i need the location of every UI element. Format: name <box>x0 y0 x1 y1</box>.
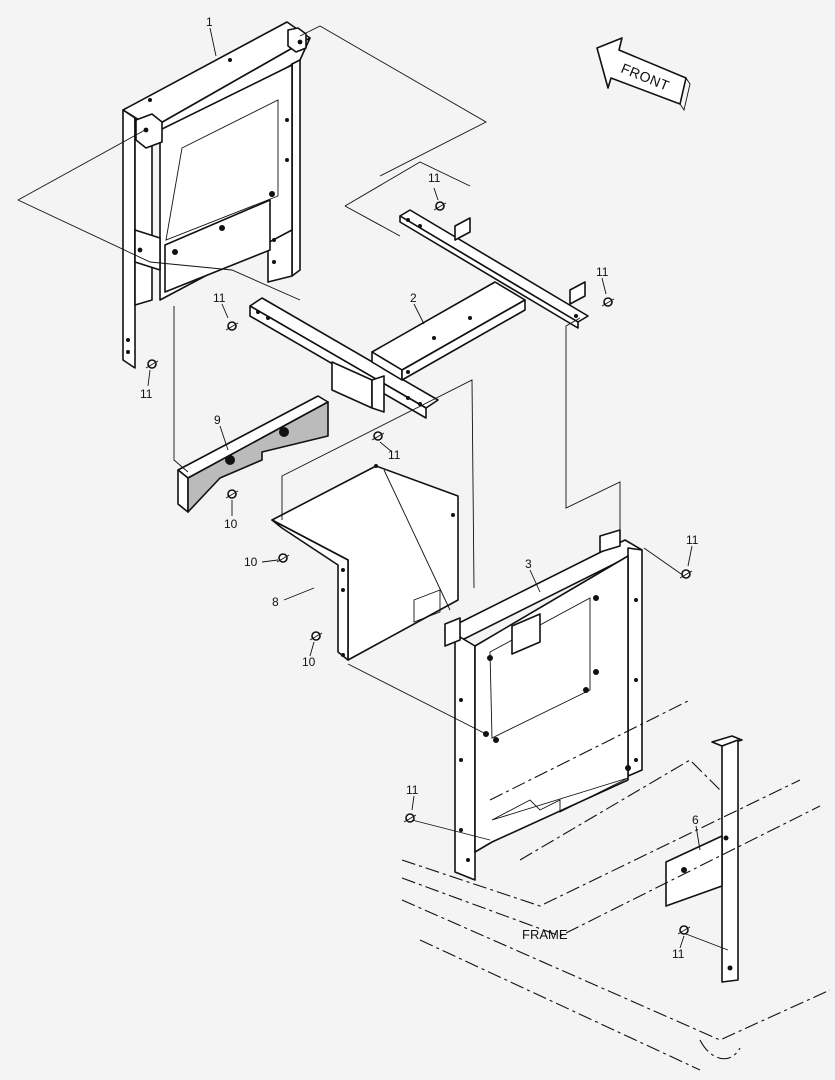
part-8-side-cover <box>271 464 459 661</box>
callout-part-11: 11 <box>140 387 153 401</box>
callout-part-9: 9 <box>214 413 221 427</box>
callout-part-11: 11 <box>686 533 699 547</box>
bolt-icon <box>225 489 239 499</box>
frame-phantom-lines <box>401 699 831 1071</box>
bolt-icon <box>225 321 239 331</box>
callout-part-2: 2 <box>410 291 417 305</box>
callout-leaders <box>147 27 701 949</box>
callout-part-10: 10 <box>224 517 238 531</box>
part-6-bracket <box>665 735 743 983</box>
part-3-main-frame <box>444 529 643 881</box>
callout-part-3: 3 <box>525 557 532 571</box>
callouts: 1 2 3 6 8 9 10 10 10 11 11 11 11 11 11 1… <box>140 15 699 961</box>
bolt-icon <box>433 201 447 211</box>
callout-part-11: 11 <box>213 291 226 305</box>
callout-part-11: 11 <box>672 947 685 961</box>
callout-part-10: 10 <box>244 555 258 569</box>
frame-label: FRAME <box>522 927 568 942</box>
callout-part-1: 1 <box>206 15 213 29</box>
part-2-support-frame <box>249 209 589 419</box>
bolt-icons <box>145 201 693 935</box>
callout-part-6: 6 <box>692 813 699 827</box>
bolt-icon <box>276 553 290 563</box>
bolt-icon <box>371 431 385 441</box>
callout-part-8: 8 <box>272 595 279 609</box>
front-arrow-icon <box>596 37 691 112</box>
callout-part-11: 11 <box>428 171 441 185</box>
part-1-shroud-frame <box>122 21 311 369</box>
part-9-seal-plate <box>177 395 329 513</box>
callout-part-10: 10 <box>302 655 316 669</box>
bolt-icon <box>403 813 417 823</box>
bolt-icon <box>145 359 159 369</box>
callout-part-11: 11 <box>406 783 419 797</box>
bolt-icon <box>309 631 323 641</box>
bolt-icon <box>677 925 691 935</box>
bolt-icon <box>679 569 693 579</box>
callout-part-11: 11 <box>388 448 401 462</box>
assembly-lines <box>17 25 729 951</box>
callout-part-11: 11 <box>596 265 609 279</box>
bolt-icon <box>601 297 615 307</box>
